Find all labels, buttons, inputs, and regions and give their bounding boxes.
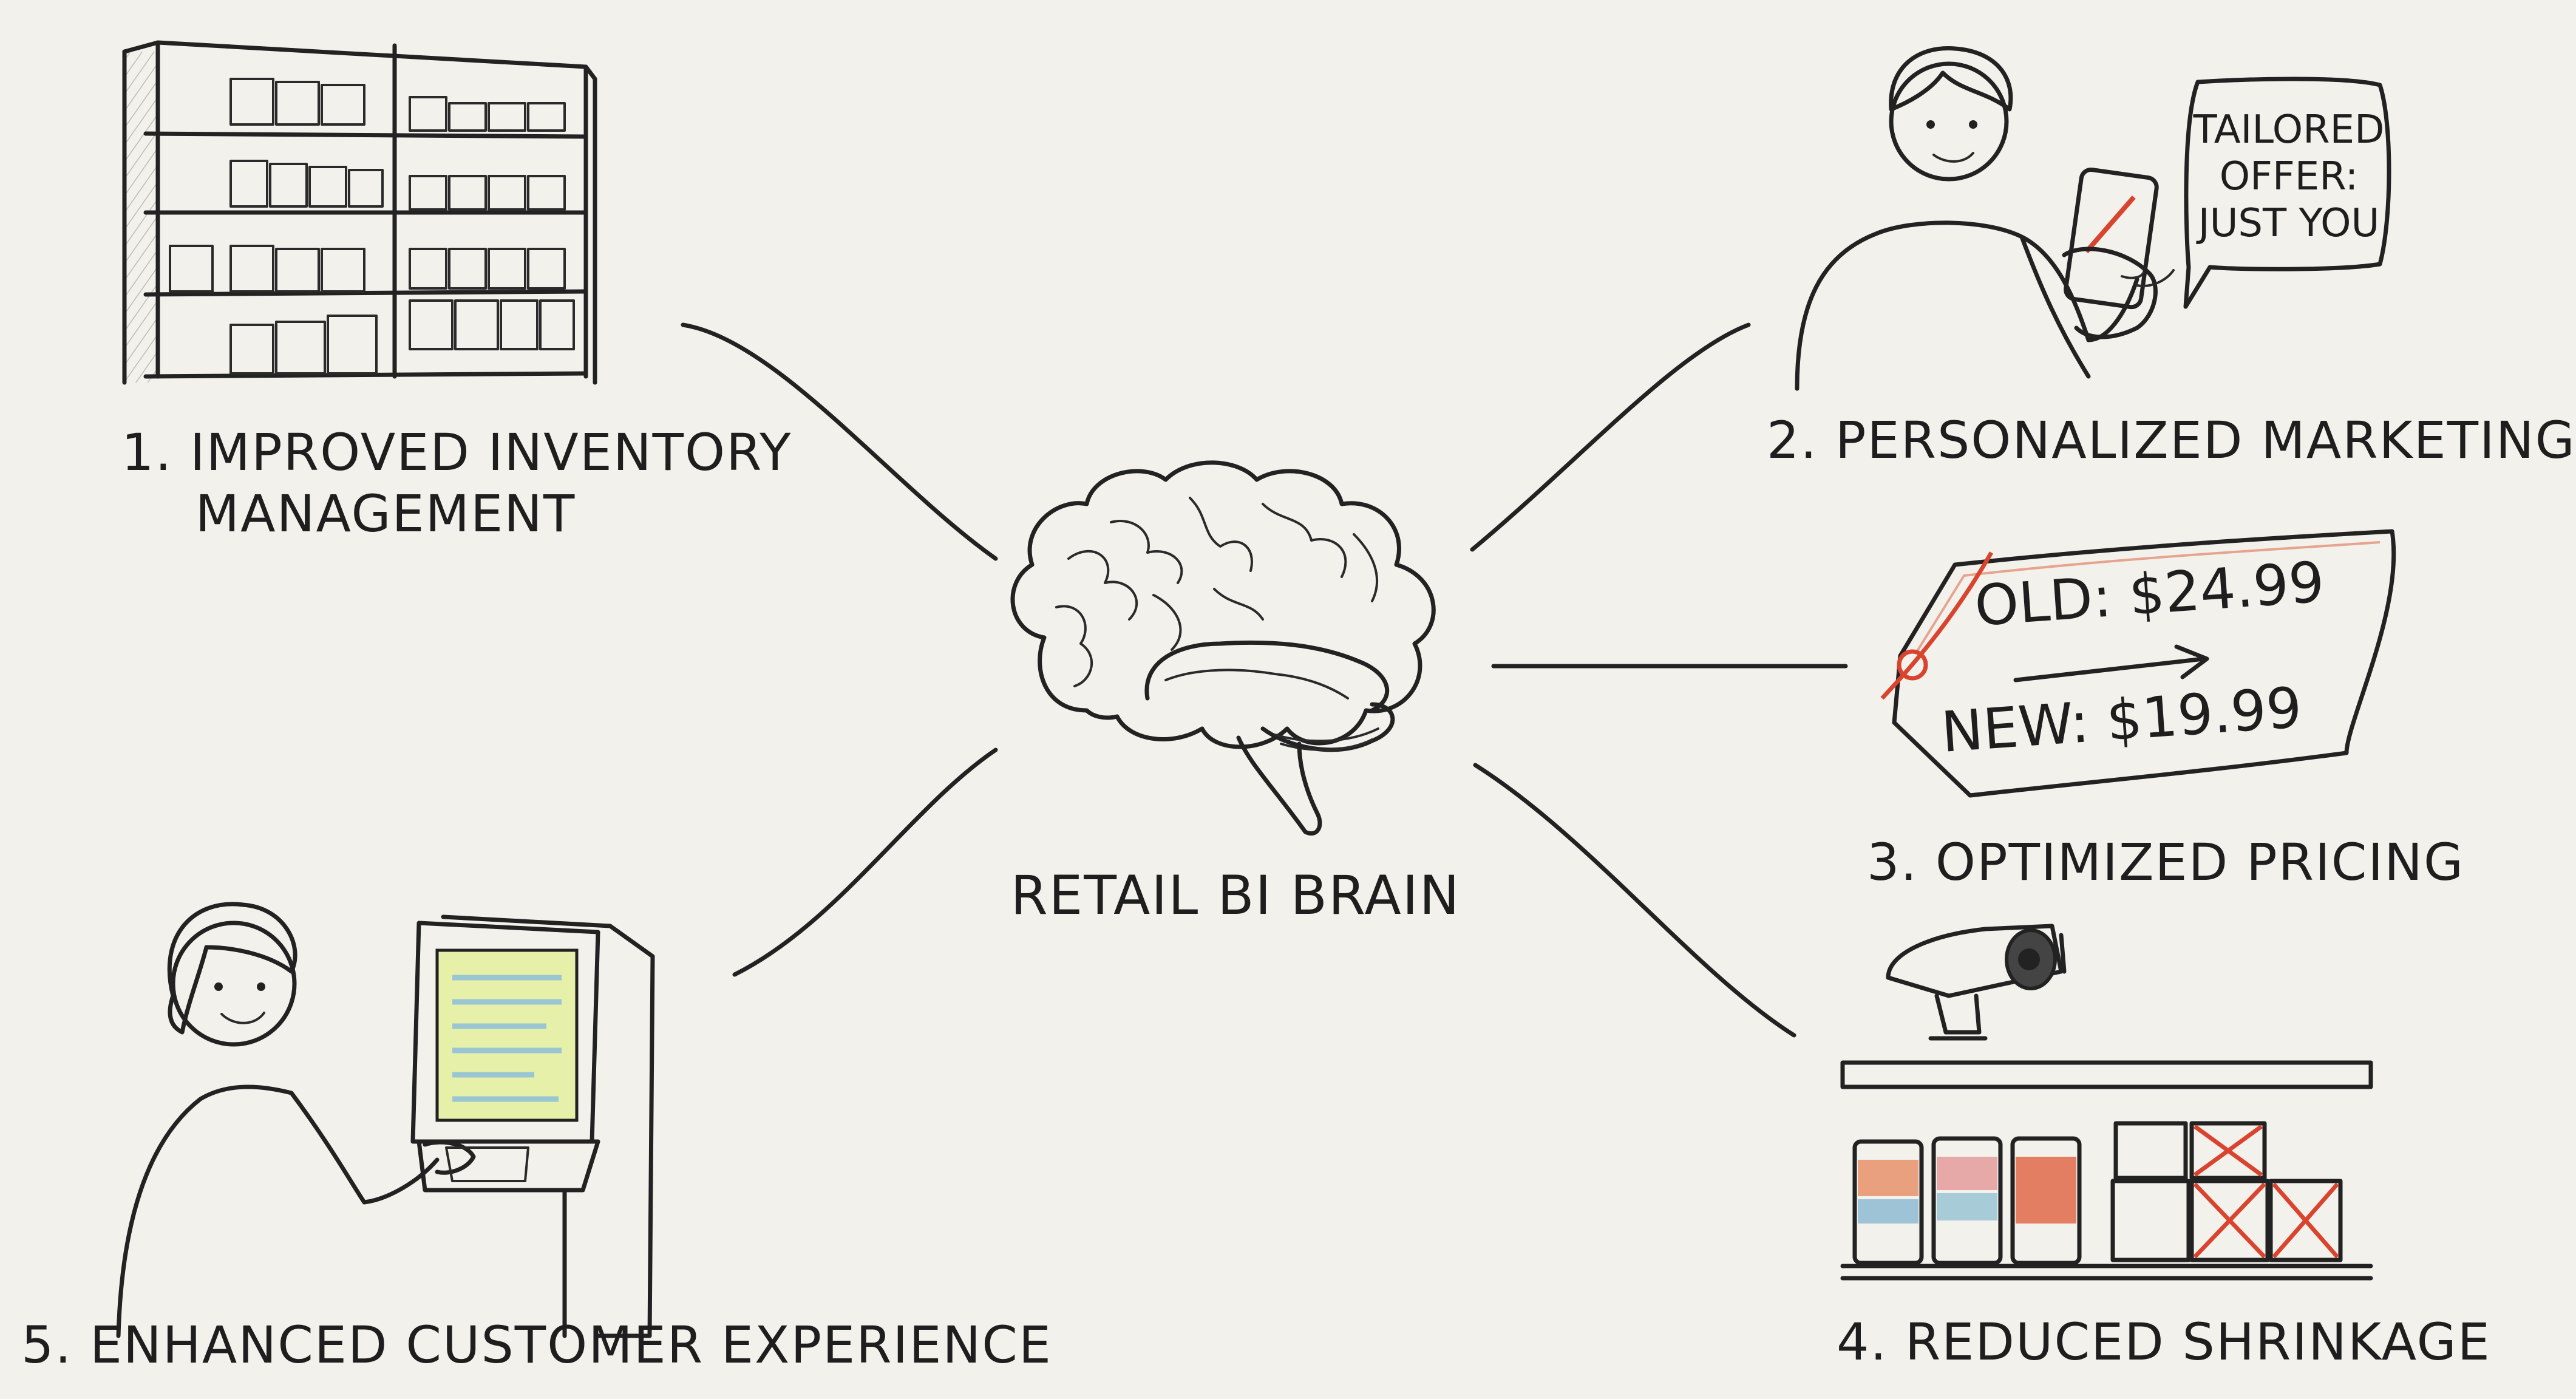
connector-experience bbox=[732, 747, 998, 977]
connector-marketing bbox=[1470, 322, 1751, 552]
speech-line-1: TAILORED bbox=[2193, 107, 2385, 152]
shelf-cans bbox=[1852, 1136, 2082, 1265]
kiosk-icon bbox=[410, 914, 655, 1338]
security-camera-illustration bbox=[1886, 924, 2067, 1041]
connector-lines bbox=[681, 322, 1848, 1038]
inventory-boxes bbox=[169, 78, 575, 375]
shelf-boxes-with-missing-items bbox=[2110, 1121, 2343, 1262]
shopper-with-phone-illustration bbox=[1795, 46, 2159, 391]
customer-at-kiosk-illustration bbox=[116, 902, 655, 1338]
node-label-inventory-line2: MANAGEMENT bbox=[195, 483, 576, 543]
node-label-shrinkage: 4. REDUCED SHRINKAGE bbox=[1837, 1312, 2491, 1372]
node-label-pricing: 3. OPTIMIZED PRICING bbox=[1867, 832, 2465, 892]
center-label: RETAIL BI BRAIN bbox=[1010, 864, 1460, 927]
speech-line-2: OFFER: bbox=[2220, 154, 2359, 199]
brain-icon bbox=[1010, 460, 1436, 836]
node-label-inventory: 1. IMPROVED INVENTORY MANAGEMENT bbox=[121, 422, 792, 545]
speech-bubble: TAILORED OFFER: JUST YOU bbox=[2121, 77, 2391, 309]
node-label-inventory-line1: 1. IMPROVED INVENTORY bbox=[121, 423, 792, 482]
tag-string bbox=[1880, 551, 1994, 700]
speech-line-3: JUST YOU bbox=[2196, 201, 2380, 246]
new-price: NEW: $19.99 bbox=[1939, 675, 2304, 765]
old-price: OLD: $24.99 bbox=[1973, 550, 2326, 639]
phone-icon bbox=[2064, 167, 2159, 310]
store-shelf-illustration bbox=[1840, 1060, 2373, 1281]
price-arrow-icon bbox=[2013, 644, 2209, 682]
connector-inventory bbox=[681, 322, 998, 561]
price-tag-illustration: OLD: $24.99 NEW: $19.99 bbox=[1880, 529, 2396, 798]
connector-shrinkage bbox=[1473, 763, 1796, 1038]
inventory-shelves-illustration bbox=[122, 40, 597, 385]
node-label-experience: 5. ENHANCED CUSTOMER EXPERIENCE bbox=[21, 1315, 1052, 1375]
node-label-marketing: 2. PERSONALIZED MARKETING bbox=[1767, 410, 2576, 470]
mind-map-diagram: RETAIL BI BRAIN bbox=[116, 40, 2396, 1338]
